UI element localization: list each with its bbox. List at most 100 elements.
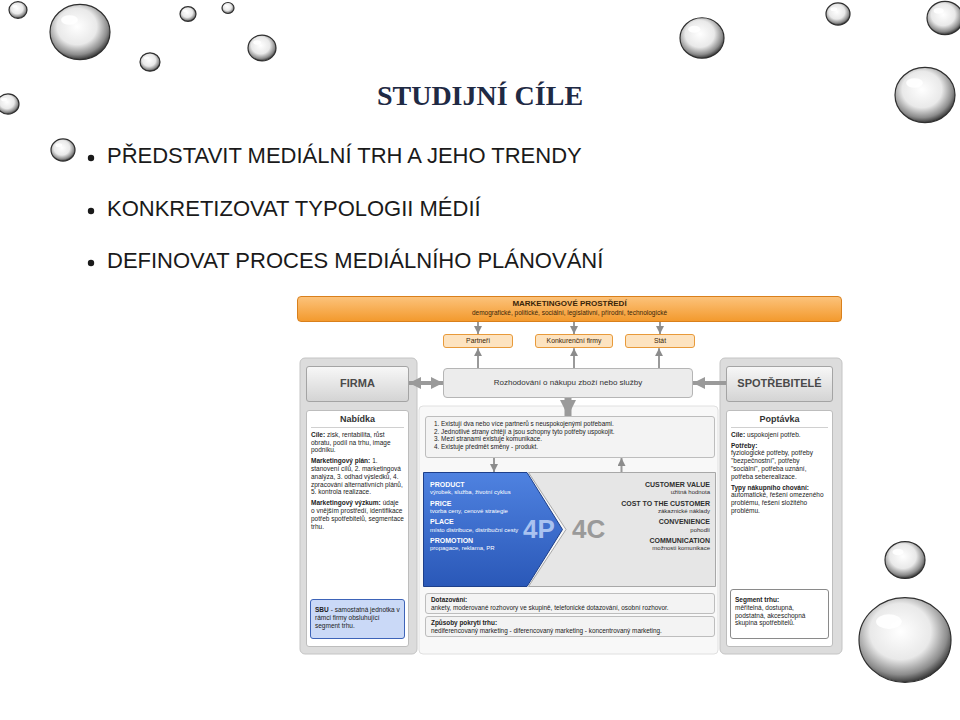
connector xyxy=(621,458,623,472)
sbu-box: SBU- samostatná jednotka v rámci firmy o… xyxy=(310,599,405,639)
segment-box: Segment trhu:měřitelná, dostupná, podsta… xyxy=(730,589,829,639)
text-block: COST TO THE CUSTOMER xyxy=(620,500,710,508)
water-drop xyxy=(51,139,75,161)
shape-outline xyxy=(528,472,716,587)
text: Nabídka xyxy=(340,414,375,424)
text-block: místo distribuce, distribuční cesty xyxy=(430,527,521,534)
text: 3. Mezi stranami existuje komunikace. xyxy=(434,435,542,442)
water-drop xyxy=(50,4,110,59)
text: Způsoby pokrytí trhu: xyxy=(431,619,497,626)
text-block: SBU- samostatná jednotka v rámci firmy o… xyxy=(315,606,400,629)
text-block: 4. Existuje předmět směny - produkt. xyxy=(434,443,706,451)
text-block: Potřeby: xyxy=(731,442,828,450)
text-block: Segment trhu: xyxy=(735,596,824,604)
text: Typy nákupního chování: xyxy=(731,484,809,491)
drop-highlight xyxy=(688,26,700,33)
conditions-box: 1. Existují dva nebo více partnerů s neu… xyxy=(425,416,715,458)
drop-highlight xyxy=(892,549,903,555)
text: fyziologické potřeby, potřeby "bezpečnos… xyxy=(731,449,813,479)
supply-panel: NabídkaCíle:zisk, rentabilita, růst obra… xyxy=(306,410,409,647)
drop-highlight xyxy=(1,98,7,102)
factor-box: Stát xyxy=(625,334,695,348)
text: Poptávka xyxy=(759,414,799,424)
water-drop xyxy=(9,2,27,19)
text: automatické, řešení omezeného problému, … xyxy=(731,491,824,514)
text: PROMOTION xyxy=(430,537,473,544)
text: 4C xyxy=(572,514,605,544)
text: užitná hodnota xyxy=(671,489,710,495)
text-block: Marketingový plán:1. stanovení cílů, 2. … xyxy=(311,457,404,496)
drop-highlight xyxy=(224,5,227,7)
text-block: 2. Jednotlivé strany chtějí a jsou schop… xyxy=(434,428,706,436)
text-block: Způsoby pokrytí trhu: xyxy=(431,619,709,627)
connector xyxy=(565,398,572,416)
actor-box: FIRMA xyxy=(306,366,409,402)
connector xyxy=(658,348,660,368)
text: propagace, reklama, PR xyxy=(430,545,495,551)
text: místo distribuce, distribuční cesty xyxy=(430,527,518,533)
connector xyxy=(493,458,495,472)
water-drop xyxy=(885,542,925,579)
water-drop xyxy=(248,35,276,61)
connector xyxy=(573,348,575,368)
text: Stát xyxy=(654,337,666,344)
drop-highlight xyxy=(144,56,150,59)
text-block: Cíle:uspokojení potřeb. xyxy=(731,431,828,439)
text: Marketingový plán: xyxy=(311,457,370,464)
text: ankety, moderované rozhovory ve skupině,… xyxy=(431,604,669,611)
text: MARKETINGOVÉ PROSTŘEDÍ xyxy=(512,299,626,308)
text: COMMUNICATION xyxy=(649,537,710,544)
text: 2. Jednotlivé strany chtějí a jsou schop… xyxy=(434,428,614,435)
drop-highlight xyxy=(55,143,62,147)
text-block: MARKETINGOVÉ PROSTŘEDÍ xyxy=(302,299,837,309)
demand-panel: PoptávkaCíle:uspokojení potřeb. Potřeby:f… xyxy=(726,410,833,647)
text-block: PLACE xyxy=(430,518,521,526)
text: zákaznické náklady xyxy=(658,508,710,514)
factor-box: Partneři xyxy=(443,334,513,348)
text-block: Dotazování: xyxy=(431,596,709,604)
text: Segment trhu: xyxy=(735,596,779,603)
text: pohodlí xyxy=(690,527,710,533)
text: CONVENIENCE xyxy=(659,518,710,525)
drop-highlight xyxy=(12,5,17,8)
actor-box: SPOTŘEBITELÉ xyxy=(726,366,833,402)
text-block: PRICE xyxy=(430,500,521,508)
text-block: COMMUNICATION xyxy=(620,537,710,545)
text-block: Partneři xyxy=(446,337,510,345)
connector xyxy=(477,322,479,334)
text-block: Cíle:zisk, rentabilita, růst obratu, pod… xyxy=(311,431,404,454)
decision-box: Rozhodování o nákupu zboží nebo služby xyxy=(443,368,693,398)
text-block: CUSTOMER VALUE xyxy=(620,481,710,489)
bullet-text: DEFINOVAT PROCES MEDIÁLNÍHO PLÁNOVÁNÍ xyxy=(107,248,603,274)
text: SPOTŘEBITELÉ xyxy=(737,377,821,389)
text-block: ankety, moderované rozhovory ve skupině,… xyxy=(431,604,709,612)
text: tvorba ceny, cenové strategie xyxy=(430,508,508,514)
text: Potřeby: xyxy=(731,442,757,449)
text-block: automatické, řešení omezeného problému, … xyxy=(731,491,828,514)
four-c-shape: 4C CUSTOMER VALUEužitná hodnotaCOST TO TH… xyxy=(528,472,716,587)
text: FIRMA xyxy=(340,377,375,389)
text-block: PROMOTION xyxy=(430,537,521,545)
text: Rozhodování o nákupu zboží nebo služby xyxy=(494,378,643,387)
text-block: tvorba ceny, cenové strategie xyxy=(430,508,521,515)
text: COST TO THE CUSTOMER xyxy=(621,500,710,507)
water-drops xyxy=(0,1,960,682)
text: PRICE xyxy=(430,500,451,507)
text-block: pohodlí xyxy=(620,527,710,534)
water-drop xyxy=(222,2,234,13)
text: 4P xyxy=(523,514,555,544)
water-drop xyxy=(140,53,160,71)
text: výrobek, služba, životní cyklus xyxy=(430,489,511,495)
text-block: Konkurenční firmy xyxy=(538,337,610,345)
drop-highlight xyxy=(253,40,261,44)
text-block: Marketingový výzkum:údaje o vnějším pros… xyxy=(311,499,404,530)
drop-highlight xyxy=(830,7,837,11)
water-drop xyxy=(680,18,724,58)
connector xyxy=(409,381,443,385)
text-block: demografické, politické, sociální, legis… xyxy=(302,309,837,317)
text: uspokojení potřeb. xyxy=(747,431,800,438)
water-drop xyxy=(826,3,850,25)
text-block: PRODUCT xyxy=(430,481,521,489)
text-block: užitná hodnota xyxy=(620,489,710,496)
connector xyxy=(659,322,661,334)
